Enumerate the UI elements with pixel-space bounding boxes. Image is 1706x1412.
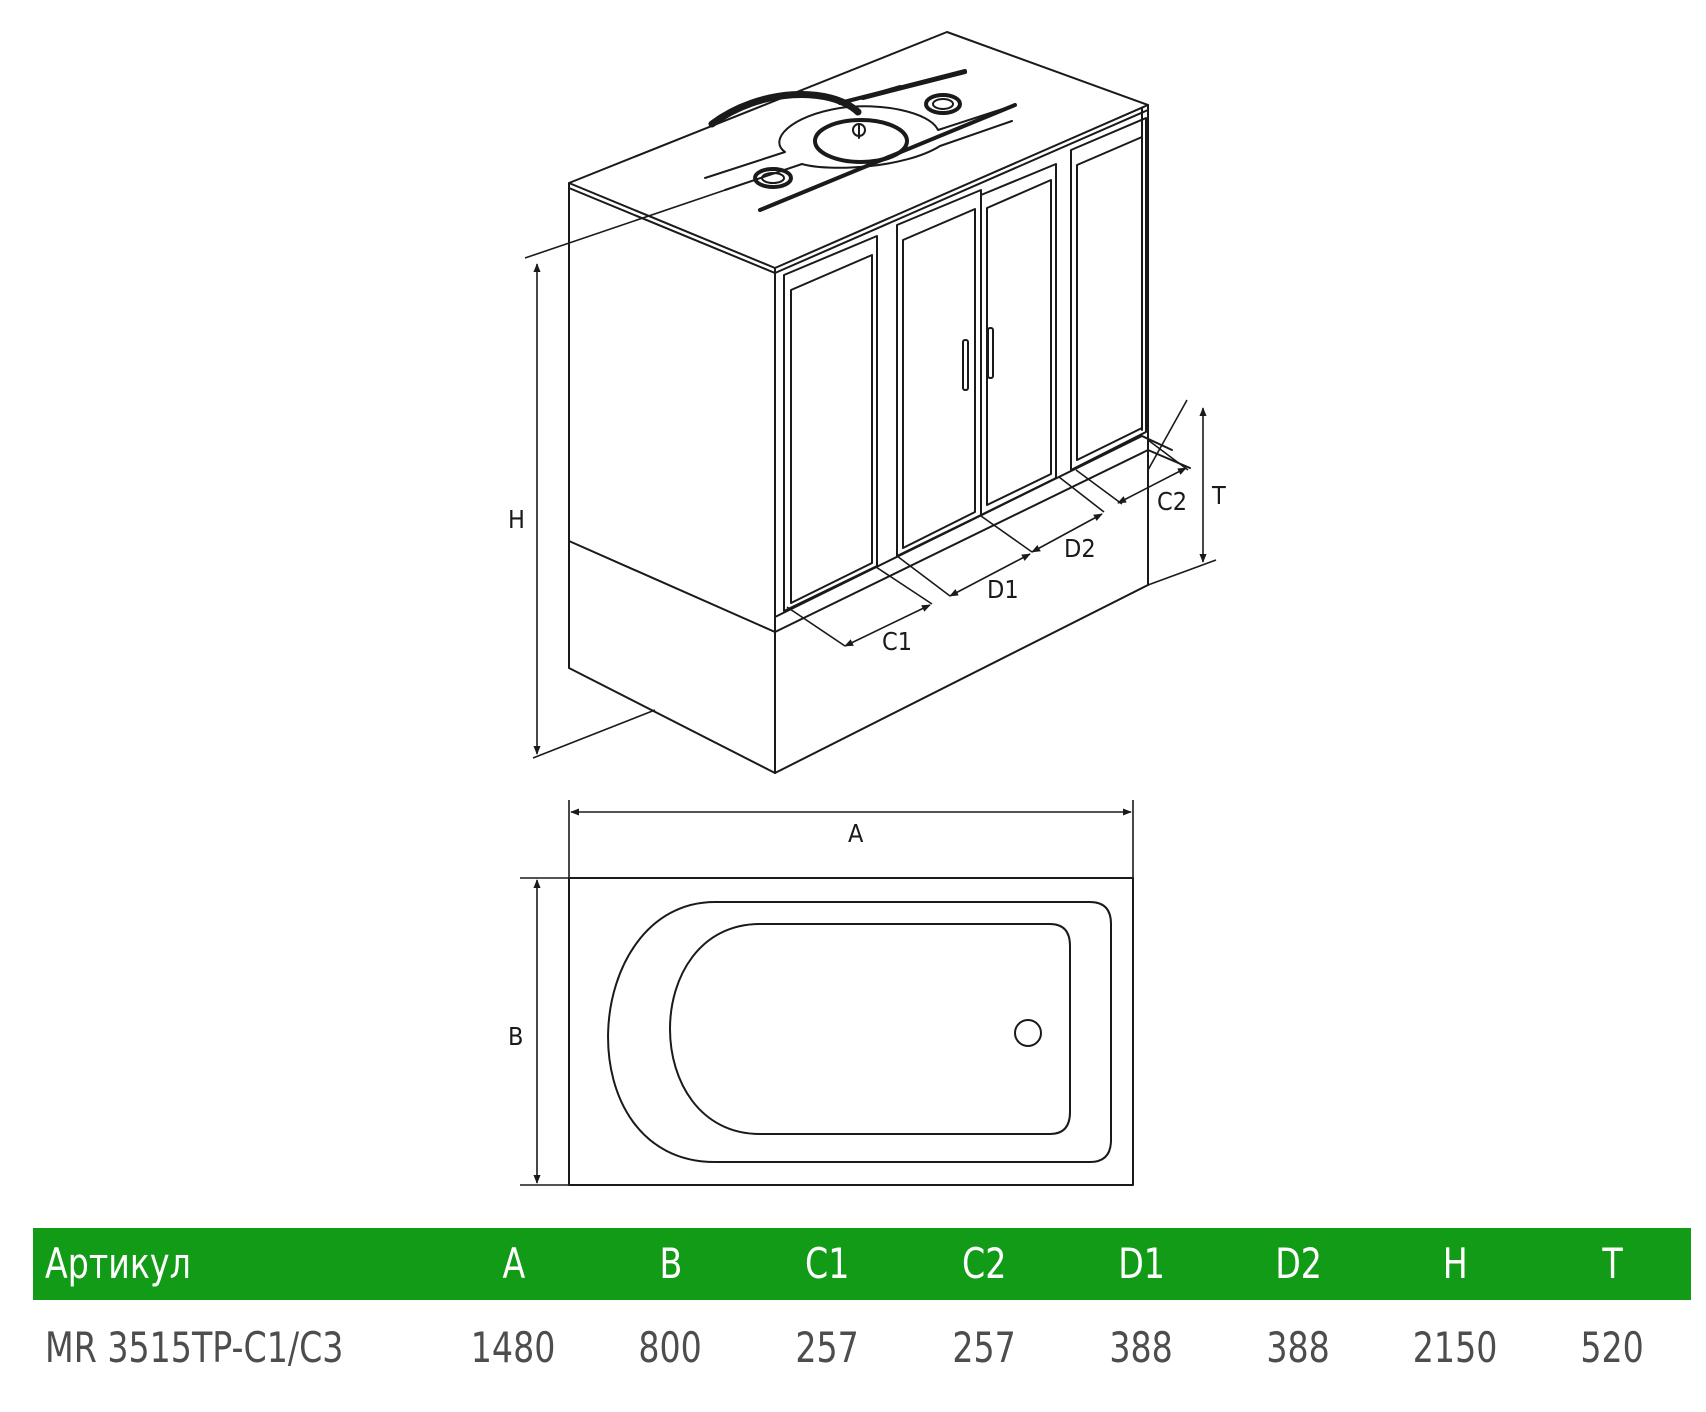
dimension-c1-line — [844, 604, 931, 647]
door-handle-left-icon — [962, 339, 969, 391]
drain-icon — [1014, 1019, 1042, 1047]
dimension-b-label: B — [508, 1022, 523, 1051]
dimension-a-label: A — [848, 819, 864, 848]
bath-top-view: A B — [508, 800, 1134, 1186]
header-t: T — [1534, 1228, 1691, 1300]
cell-b: 800 — [638, 1323, 703, 1372]
table-row: MR 3515TP-C1/C3 1480 800 257 257 388 388… — [33, 1300, 1691, 1396]
cell-t: 520 — [1580, 1323, 1645, 1372]
roof-light-right-icon — [924, 93, 962, 115]
bath-outline — [568, 877, 1134, 1186]
shower-hose-icon — [708, 90, 862, 128]
dimension-d1-label: D1 — [987, 575, 1019, 604]
dimension-c2-line — [1117, 467, 1187, 504]
roof-light-left-icon — [753, 167, 793, 189]
bath-rim-top-view — [607, 901, 1112, 1163]
header-d2: D2 — [1220, 1228, 1377, 1300]
left-glass-panel — [783, 235, 878, 612]
spec-table-header: Артикул A B C1 C2 D1 D2 H T — [33, 1228, 1691, 1300]
dimension-d2-line — [1031, 513, 1103, 553]
cell-c1: 257 — [795, 1323, 860, 1372]
cell-article: MR 3515TP-C1/C3 — [45, 1323, 344, 1372]
cell-d2: 388 — [1266, 1323, 1331, 1372]
header-article: Артикул — [33, 1228, 435, 1300]
cabin-left-side — [568, 182, 776, 774]
header-h: H — [1377, 1228, 1534, 1300]
roof-channel — [704, 104, 1016, 179]
cell-a: 1480 — [471, 1323, 556, 1372]
cell-c2: 257 — [952, 1323, 1017, 1372]
cell-d1: 388 — [1109, 1323, 1174, 1372]
header-c2: C2 — [906, 1228, 1063, 1300]
header-c1: C1 — [749, 1228, 906, 1300]
bath-rim — [774, 449, 1191, 633]
right-sliding-door — [980, 163, 1057, 516]
dimension-d2-label: D2 — [1064, 534, 1096, 563]
dimension-t-label: T — [1211, 481, 1226, 510]
dimension-c2-label: C2 — [1157, 487, 1187, 516]
door-handle-right-icon — [987, 327, 994, 379]
header-a: A — [435, 1228, 592, 1300]
header-b: B — [592, 1228, 749, 1300]
header-d1: D1 — [1063, 1228, 1220, 1300]
dimension-c1-label: C1 — [882, 627, 912, 656]
bath-basin — [669, 923, 1071, 1135]
right-glass-panel — [1070, 117, 1147, 471]
specification-table: Артикул A B C1 C2 D1 D2 H T MR 3515TP-C1… — [33, 1228, 1691, 1396]
technical-drawing: H T C1 D1 D2 C2 A B — [508, 31, 1226, 1186]
dimension-h-label: H — [508, 505, 525, 534]
dimension-d1-line — [949, 553, 1031, 597]
cell-h: 2150 — [1413, 1323, 1498, 1372]
isometric-cabin-view: H T C1 D1 D2 C2 — [508, 31, 1226, 774]
cabin-roof — [568, 31, 1149, 269]
rain-shower-head-icon — [813, 118, 909, 164]
